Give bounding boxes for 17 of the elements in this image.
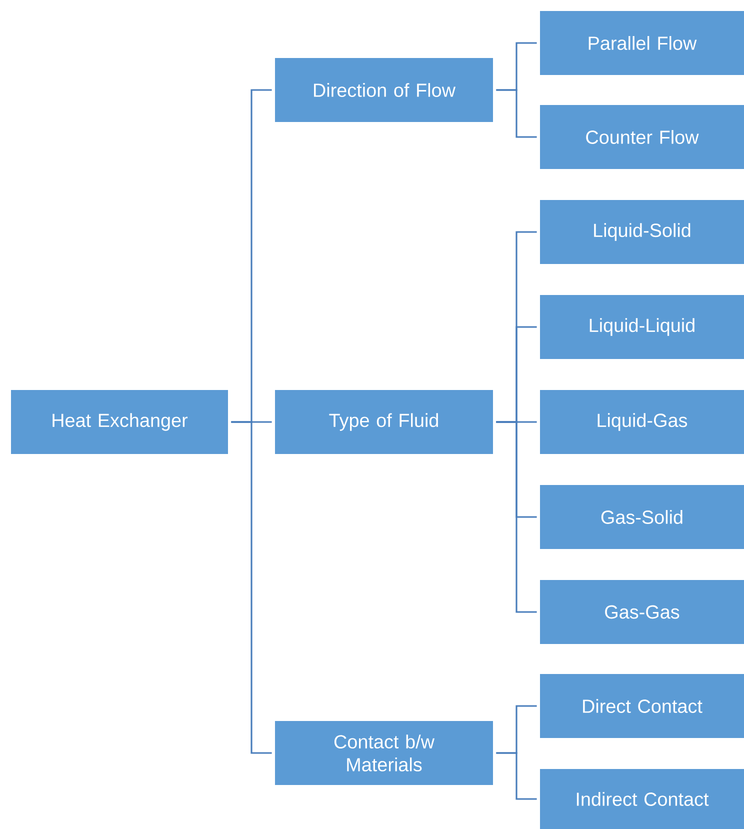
category-box: Contact b/w Materials — [275, 721, 493, 785]
category-box: Counter Flow — [540, 105, 744, 169]
category-box: Indirect Contact — [540, 769, 744, 829]
category-box: Gas-Solid — [540, 485, 744, 549]
connector-line — [496, 89, 537, 138]
category-box: Liquid-Solid — [540, 200, 744, 264]
category-box: Direct Contact — [540, 674, 744, 738]
connector-line — [496, 421, 537, 613]
category-box: Heat Exchanger — [11, 390, 228, 454]
category-box: Liquid-Gas — [540, 390, 744, 454]
category-box: Gas-Gas — [540, 580, 744, 644]
connector-line — [231, 421, 272, 754]
connector-line — [496, 752, 537, 800]
category-box: Parallel Flow — [540, 11, 744, 75]
category-box: Direction of Flow — [275, 58, 493, 122]
category-box: Type of Fluid — [275, 390, 493, 454]
category-box: Liquid-Liquid — [540, 295, 744, 359]
